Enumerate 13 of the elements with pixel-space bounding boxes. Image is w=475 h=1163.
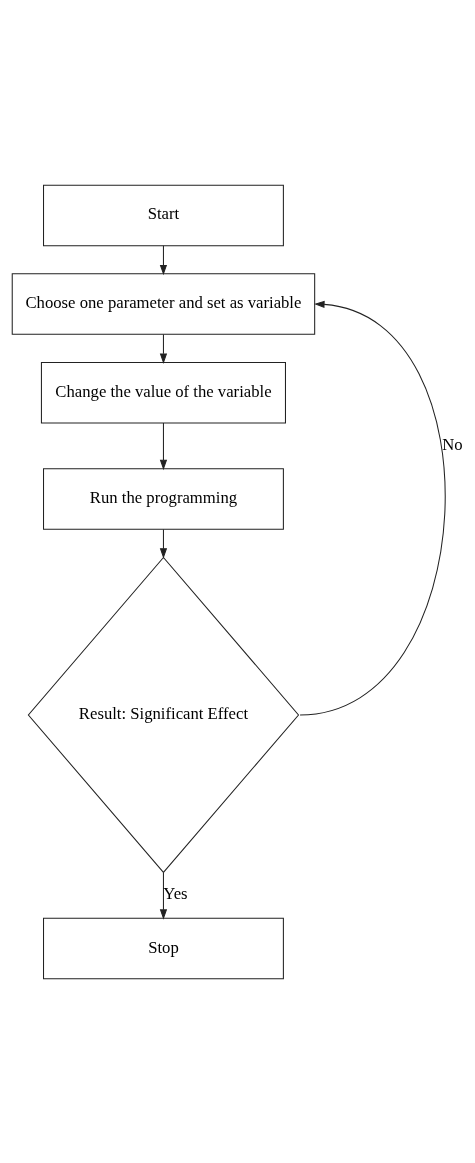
node-box: Choose one parameter and set as variable [11, 272, 316, 335]
node-box: Change the value of the variable [40, 361, 286, 423]
arrow [299, 300, 446, 715]
node-box: Start [43, 184, 284, 246]
arrow [159, 871, 168, 920]
node-box: Stop [43, 917, 284, 979]
arrow [159, 244, 168, 275]
node-diamond: Result: Significant Effect [27, 556, 300, 873]
node-box: Run the programming [43, 467, 284, 530]
edge-label: No [442, 434, 463, 454]
arrow [159, 528, 168, 559]
arrow [159, 333, 168, 364]
arrow [159, 422, 168, 470]
